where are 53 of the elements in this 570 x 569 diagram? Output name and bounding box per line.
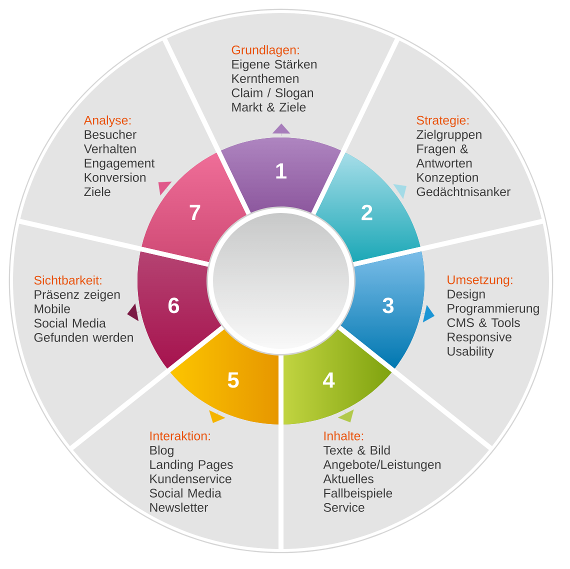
pointer-triangle — [422, 305, 435, 322]
pointer-triangle — [393, 184, 406, 199]
pointer-triangle — [338, 409, 354, 422]
list-item: Claim / Slogan — [232, 88, 314, 100]
pointer-triangle — [127, 304, 140, 322]
list-item: Newsletter — [150, 502, 208, 512]
pointer-triangle — [158, 182, 172, 196]
list-item: Engagement — [84, 158, 155, 170]
pointer-triangle — [272, 124, 290, 136]
step-number: 1 — [276, 163, 286, 179]
list-item: Social Media — [34, 318, 106, 328]
list-item: Fragen & Antworten — [416, 144, 472, 168]
list-item: Besucher — [84, 130, 136, 139]
step-number: 6 — [168, 298, 180, 314]
list-item: Service — [324, 502, 364, 512]
list-item: Konzeption — [417, 172, 478, 184]
pointer-triangle — [209, 410, 226, 423]
heading: Umsetzung: — [448, 276, 512, 287]
list-item: Responsive — [448, 332, 512, 344]
step-number: 4 — [322, 372, 335, 388]
list-item: Design — [448, 289, 485, 301]
list-item: Gefunden werden — [34, 332, 133, 342]
list-item: Texte & Bild — [323, 445, 390, 455]
list-item: Zielgruppen — [416, 130, 482, 142]
heading: Sichtbarkeit: — [34, 275, 102, 285]
list-item: Ziele — [84, 186, 110, 196]
list-item: Angebote/Leistungen — [323, 460, 441, 472]
list-item: CMS & Tools — [447, 318, 520, 328]
list-item: Konversion — [84, 172, 146, 182]
list-item: Kundenservice — [150, 474, 232, 484]
step-number: 2 — [362, 204, 372, 220]
heading: Strategie: — [416, 115, 469, 128]
list-item: Blog — [150, 445, 174, 458]
list-item: Gedächtnisanker — [416, 186, 510, 196]
heading: Grundlagen: — [232, 45, 299, 57]
list-item: Präsenz zeigen — [34, 290, 120, 302]
list-item: Social Media — [150, 488, 222, 498]
list-item: Landing Pages — [150, 460, 233, 472]
list-item: Kernthemen — [232, 74, 298, 83]
list-item: Usability — [448, 346, 494, 358]
heading: Interaktion: — [150, 431, 210, 440]
list-item: Programmierung — [448, 304, 539, 316]
heading: Analyse: — [84, 115, 131, 128]
list-item: Eigene Stärken — [232, 59, 317, 72]
list-item: Verhalten — [84, 144, 136, 154]
step-number: 7 — [190, 204, 200, 220]
list-item: Markt & Ziele — [232, 102, 306, 112]
heading: Inhalte: — [324, 431, 364, 440]
list-item: Mobile — [34, 304, 70, 314]
list-item: Aktuelles — [323, 474, 374, 484]
list-item: Fallbeispiele — [324, 488, 392, 500]
step-number: 5 — [228, 372, 239, 388]
step-number: 3 — [382, 298, 394, 314]
